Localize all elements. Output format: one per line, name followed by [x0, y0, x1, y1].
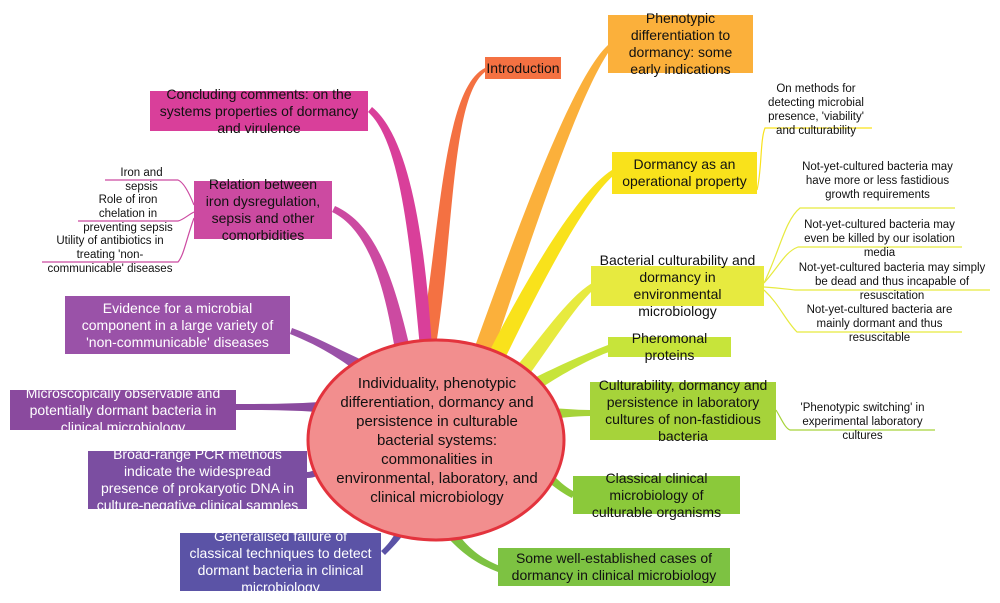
leaf-connector-iron-sepsis: [105, 179, 195, 206]
leaf-antibiotics[interactable]: Utility of antibiotics in treating 'non-…: [47, 235, 173, 275]
branch-established-cases[interactable]: Some well-established cases of dormancy …: [498, 548, 730, 586]
leaf-connector-fastidious: [763, 207, 955, 284]
branch-concluding[interactable]: Concluding comments: on the systems prop…: [150, 86, 368, 136]
connector-phenotypic-differentiation: [470, 45, 610, 366]
leaf-iron-chelation[interactable]: Role of iron chelation in preventing sep…: [83, 194, 173, 234]
leaf-connector-dead: [763, 286, 990, 291]
leaf-connector-killed: [763, 246, 962, 284]
connector-microscopically: [236, 402, 320, 412]
leaf-nyc-dormant[interactable]: Not-yet-cultured bacteria are mainly dor…: [806, 304, 953, 344]
central-topic: Individuality, phenotypic differentiatio…: [336, 374, 538, 506]
leaf-connector-antibiotics: [42, 217, 195, 263]
branch-broad-range-pcr[interactable]: Broad-range PCR methods indicate the wid…: [88, 446, 307, 513]
leaf-connector-methods: [756, 127, 872, 191]
leaf-connector-chelation: [78, 211, 195, 222]
leaf-methods-detecting[interactable]: On methods for detecting microbial prese…: [768, 83, 864, 137]
leaf-nyc-fastidious[interactable]: Not-yet-cultured bacteria may have more …: [802, 161, 953, 201]
branch-classical-clinical[interactable]: Classical clinical microbiology of cultu…: [573, 470, 740, 520]
branch-generalised-failure[interactable]: Generalised failure of classical techniq…: [180, 528, 381, 595]
connector-bacterial-culturability: [505, 283, 594, 390]
branch-phenotypic-differentiation[interactable]: Phenotypic differentiation to dormancy: …: [608, 10, 753, 77]
connector-evidence: [290, 328, 362, 368]
leaf-connector-dormant: [763, 289, 962, 333]
center-ellipse: [306, 338, 566, 542]
connector-established-cases: [448, 530, 500, 572]
connector-introduction: [415, 68, 485, 378]
leaf-nyc-killed[interactable]: Not-yet-cultured bacteria may even be ki…: [804, 219, 955, 259]
leaf-phenotypic-switching[interactable]: 'Phenotypic switching' in experimental l…: [800, 402, 925, 442]
connector-relation-iron: [332, 206, 410, 350]
branch-pheromonal-proteins[interactable]: Pheromonal proteins: [608, 330, 731, 363]
connector-pheromonal: [530, 345, 609, 390]
connector-concluding: [368, 107, 432, 348]
branch-relation-iron[interactable]: Relation between iron dysregulation, sep…: [194, 176, 332, 243]
branch-culturability-lab[interactable]: Culturability, dormancy and persistence …: [590, 377, 776, 444]
branch-microscopically-observable[interactable]: Microscopically observable and potential…: [10, 385, 236, 435]
branch-dormancy-operational[interactable]: Dormancy as an operational property: [612, 152, 757, 194]
leaf-nyc-dead[interactable]: Not-yet-cultured bacteria may simply be …: [798, 262, 986, 302]
leaf-connector-switching: [775, 409, 935, 431]
leaf-iron-sepsis[interactable]: Iron and sepsis: [120, 167, 163, 193]
connector-dormancy-operational: [482, 170, 613, 373]
branch-introduction[interactable]: Introduction: [485, 57, 561, 79]
branch-evidence-microbial[interactable]: Evidence for a microbial component in a …: [65, 296, 290, 354]
branch-bacterial-culturability[interactable]: Bacterial culturability and dormancy in …: [591, 252, 764, 319]
